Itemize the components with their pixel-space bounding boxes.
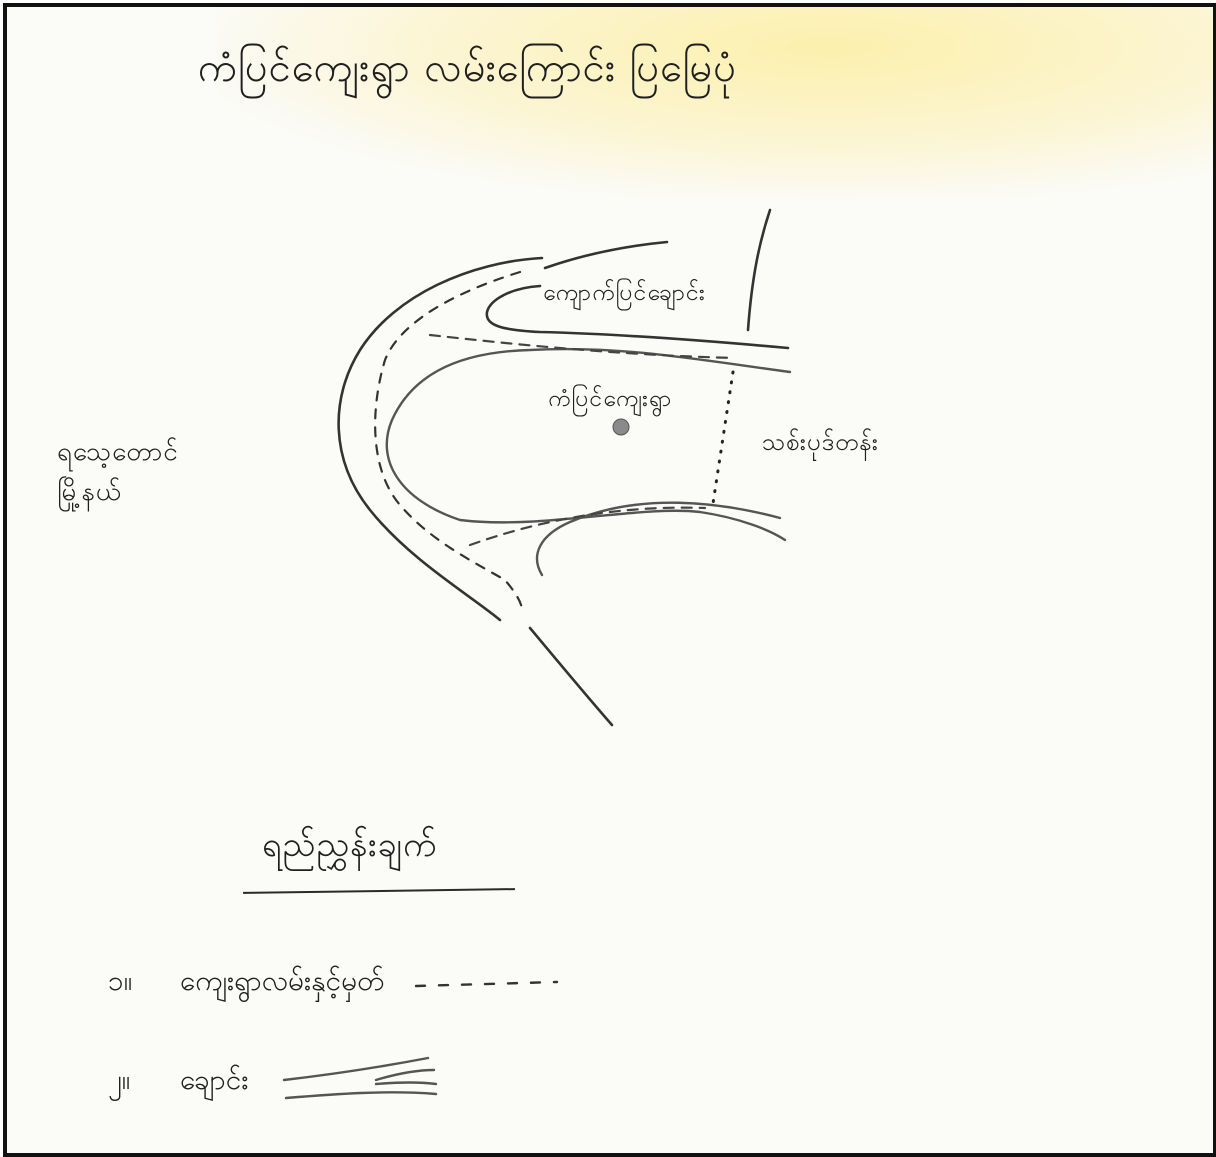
legend-item-number: ၂။	[108, 1063, 131, 1096]
west-township-label: ရသေ့တောင် မြို့နယ်	[57, 437, 179, 508]
legend-item-label: ချောင်း	[180, 1063, 249, 1096]
village-road-east	[428, 333, 737, 360]
river-inner-bank	[385, 347, 792, 542]
legend-item-label: ကျေးရွာလမ်းနှင့်မှတ်	[180, 964, 385, 997]
river-top-bank-north	[543, 240, 669, 270]
east-boundary-dotted	[710, 370, 735, 512]
river-south-lower	[528, 626, 614, 727]
stream-bank-upper	[485, 284, 790, 350]
legend-title: ရည်ညွှန်းချက်	[262, 825, 438, 865]
legend-item-number: ၁။	[108, 964, 133, 997]
river-bottom-bank	[536, 501, 782, 577]
road-symbol-icon	[415, 980, 559, 988]
legend-item-stream: ၂။ ချောင်း	[108, 1052, 456, 1112]
river-outer-bank	[337, 256, 544, 622]
legend-item-road: ၁။ ကျေးရွာလမ်းနှင့်မှတ်	[108, 962, 572, 1004]
stream-symbol-icon	[283, 1056, 438, 1100]
river-east-bank	[746, 208, 772, 332]
village-road-south	[468, 506, 707, 547]
village-label: ကံပြင်ကျေးရွာ	[548, 386, 673, 412]
village-dot	[612, 418, 630, 436]
map-title: ကံပြင်ကျေးရွာ လမ်းကြောင်း ပြမြေပုံ	[198, 45, 738, 91]
east-area-label: သစ်းပုဒ်တန်း	[762, 428, 879, 456]
stream-label: ကျောက်ပြင်ချောင်း	[543, 280, 706, 306]
village-road-upper	[374, 270, 524, 610]
